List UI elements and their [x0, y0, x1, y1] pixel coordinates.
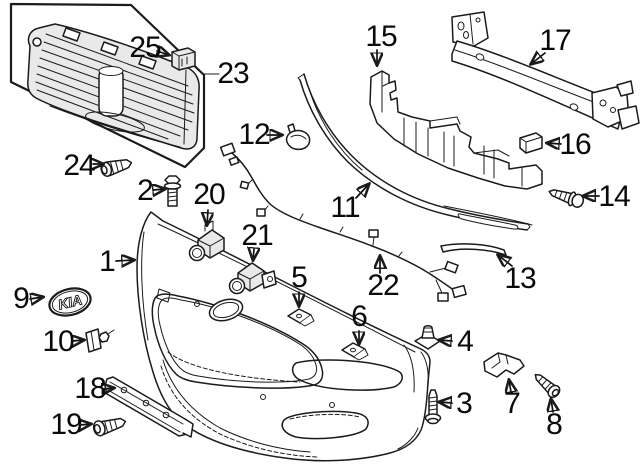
- energy-absorber: [369, 70, 543, 190]
- callout-8: 8: [546, 408, 563, 441]
- grommet-4: [414, 325, 441, 350]
- wiring-harness: [219, 142, 467, 302]
- clip-12: [285, 123, 311, 151]
- callout-7: 7: [504, 387, 521, 420]
- callout-17: 17: [539, 24, 571, 57]
- callout-9: 9: [13, 282, 30, 315]
- clip-6: [341, 342, 369, 361]
- callout-13: 13: [504, 262, 536, 295]
- callout-11: 11: [330, 191, 360, 224]
- park-sensor-21: [228, 262, 277, 295]
- bolt-2: [163, 175, 182, 207]
- callout-24: 24: [63, 149, 95, 182]
- callout-23: 23: [217, 57, 249, 90]
- impact-bar: [451, 11, 640, 130]
- license-bracket: [104, 376, 194, 438]
- callout-16: 16: [559, 128, 591, 161]
- callout-1: 1: [99, 245, 116, 278]
- callout-5: 5: [291, 261, 308, 294]
- callout-10: 10: [42, 325, 74, 358]
- callout-6: 6: [351, 300, 368, 333]
- callout-15: 15: [365, 20, 397, 53]
- callout-14: 14: [598, 180, 630, 213]
- screw-24: [100, 159, 133, 177]
- screw-3: [424, 389, 442, 425]
- park-sensor-20: [188, 220, 225, 262]
- upper-rail: [297, 73, 533, 231]
- callout-18: 18: [74, 372, 106, 405]
- shutter-inset-box: [9, 2, 220, 169]
- kia-emblem-text: KIA: [56, 291, 83, 312]
- grille-shutter-assembly: [27, 23, 200, 150]
- bumper-cover: [136, 211, 431, 462]
- bolt-14: [548, 189, 585, 208]
- callout-20: 20: [193, 178, 225, 211]
- callout-4: 4: [457, 325, 474, 358]
- callout-arrows: [29, 50, 600, 425]
- screw-8: [534, 373, 561, 398]
- bar-spacer-16: [519, 132, 543, 154]
- screw-19: [92, 417, 127, 437]
- trim-strip-13: [440, 243, 507, 256]
- callout-22: 22: [367, 269, 399, 302]
- callout-25: 25: [129, 31, 161, 64]
- callout-19: 19: [50, 408, 82, 441]
- callout-3: 3: [456, 387, 473, 420]
- clip-10: [85, 328, 115, 353]
- shutter-actuator: [171, 47, 196, 71]
- bracket-7: [483, 352, 525, 378]
- callout-2: 2: [137, 174, 154, 207]
- clip-5: [287, 308, 315, 327]
- callout-21: 21: [241, 219, 273, 252]
- callout-12: 12: [238, 118, 270, 151]
- kia-emblem: KIA: [48, 287, 92, 317]
